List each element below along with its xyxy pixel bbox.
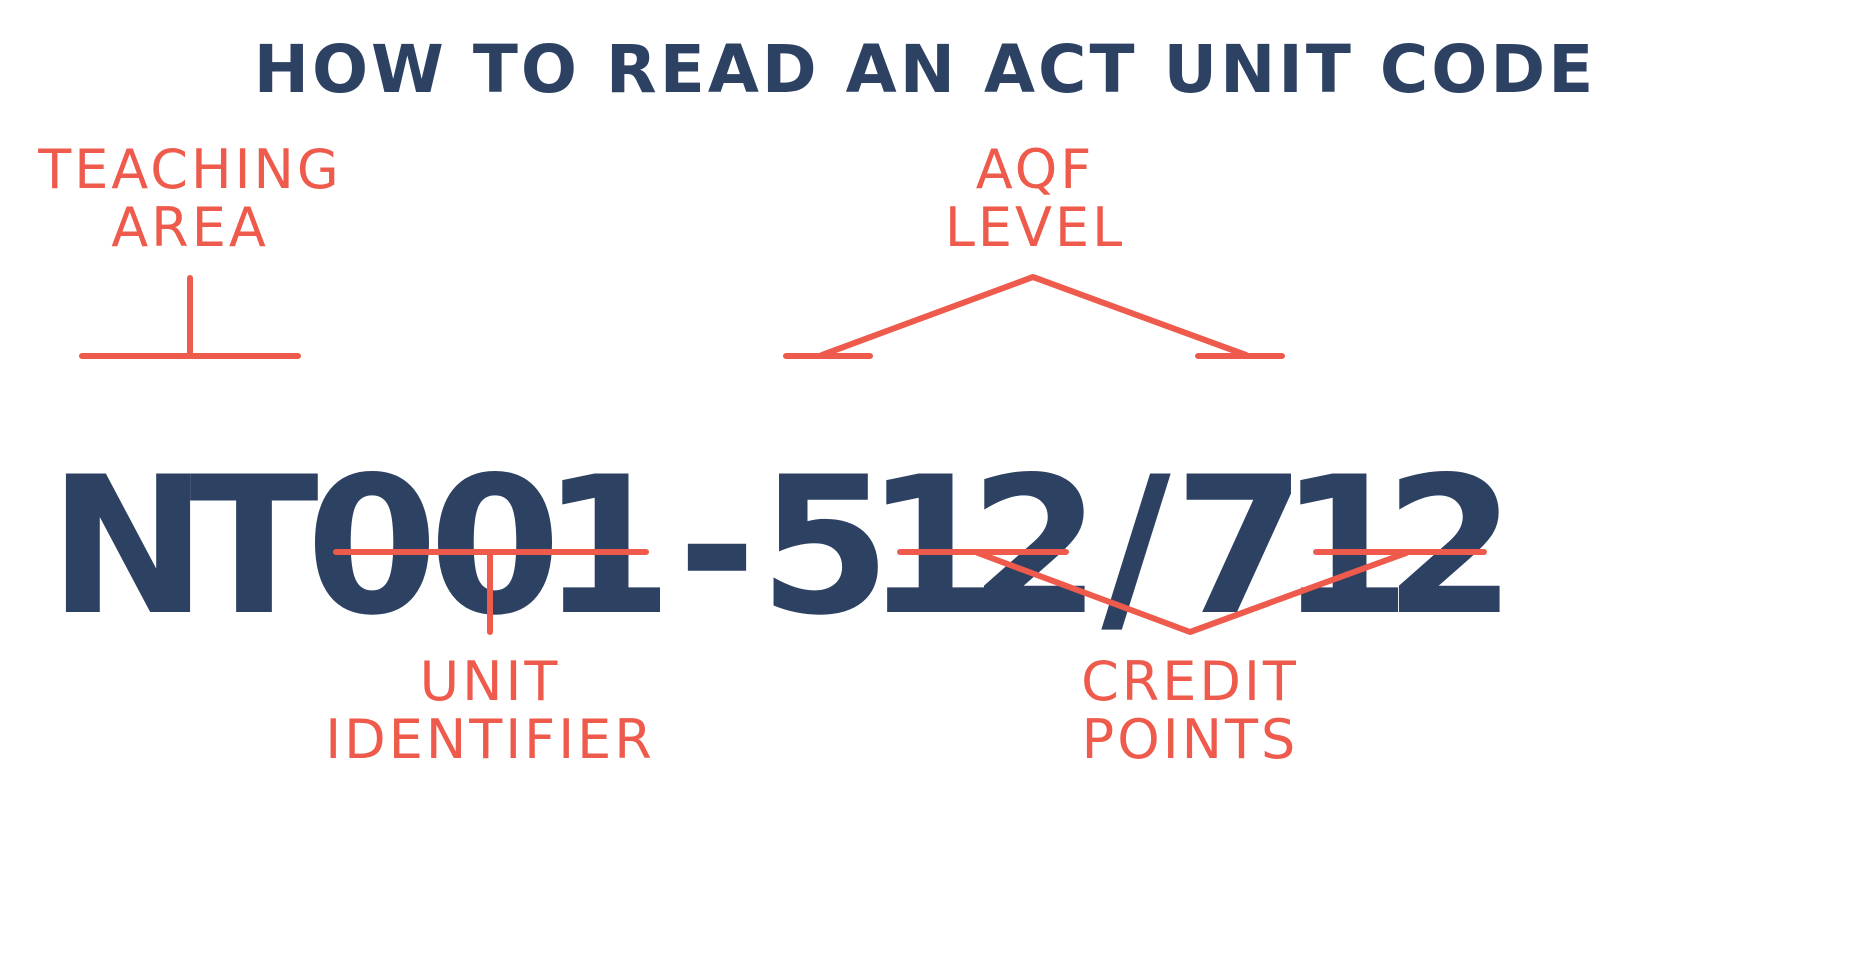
code-char-two-b: 2	[1384, 436, 1516, 657]
code-char-zero-2: 0	[429, 436, 561, 657]
code-char-seven: 7	[1174, 436, 1306, 657]
code-char-five: 5	[759, 436, 891, 657]
unit-identifier-label-line2: IDENTIFIER	[325, 708, 655, 771]
credit-points-bracket	[897, 549, 1487, 635]
aqf-level-label-line1: AQF	[976, 138, 1095, 201]
teaching-area-annotation: TEACHING AREA	[37, 138, 342, 359]
code-char-one-b: 1	[865, 436, 997, 657]
unit-identifier-bracket	[333, 549, 649, 635]
code-char-one-c: 1	[1279, 436, 1411, 657]
unit-identifier-annotation: UNIT IDENTIFIER	[325, 549, 655, 771]
page-title: HOW TO READ AN ACT UNIT CODE	[254, 31, 1597, 108]
credit-points-label-line1: CREDIT	[1081, 650, 1299, 713]
teaching-area-label-line1: TEACHING	[37, 138, 342, 201]
aqf-level-label-line2: LEVEL	[945, 196, 1125, 259]
code-char-n: N	[48, 436, 207, 657]
code-char-one: 1	[541, 436, 673, 657]
code-char-two: 2	[969, 436, 1101, 657]
aqf-level-annotation: AQF LEVEL	[783, 138, 1285, 359]
code-char-zero-1: 0	[306, 436, 438, 657]
code-char-hyphen: -	[678, 436, 757, 657]
unit-code: N T 0 0 1 - 5 1 2 / 7 1 2	[48, 436, 1516, 657]
teaching-area-label-line2: AREA	[111, 196, 269, 259]
unit-identifier-label-line1: UNIT	[420, 650, 561, 713]
credit-points-label-line2: POINTS	[1082, 708, 1299, 771]
code-char-t: T	[189, 436, 319, 657]
credit-points-annotation: CREDIT POINTS	[897, 549, 1487, 771]
aqf-level-bracket	[783, 274, 1285, 359]
teaching-area-bracket	[79, 275, 301, 359]
